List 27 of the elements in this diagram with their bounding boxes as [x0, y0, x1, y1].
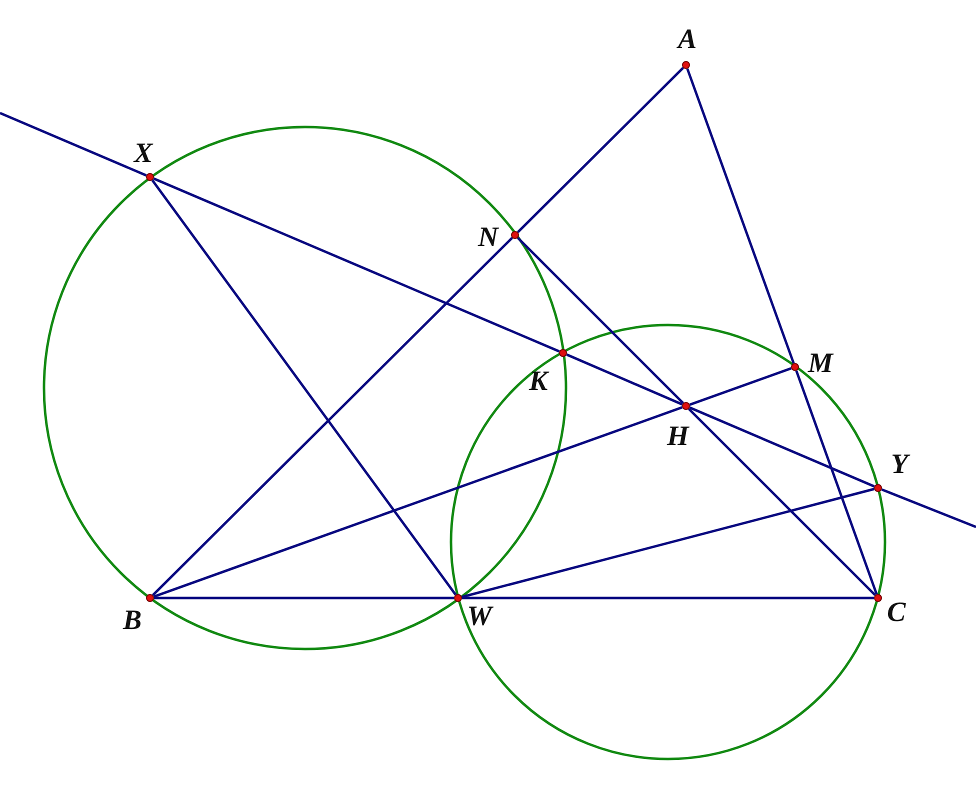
point-label: K [529, 368, 548, 396]
point-label: Y [891, 451, 908, 479]
line-segment [795, 370, 878, 595]
line-segment [516, 66, 684, 234]
line-segment [462, 488, 874, 598]
point-label: X [134, 140, 153, 168]
line-segment [462, 596, 874, 600]
line-segment [154, 596, 454, 600]
point-label: N [478, 224, 498, 252]
line-segment [689, 367, 792, 406]
line-segment [516, 236, 684, 404]
point-label: A [678, 26, 697, 54]
point-label: H [667, 423, 689, 451]
point-label: B [123, 607, 142, 635]
line-segment [153, 406, 683, 598]
line-segment [881, 488, 976, 528]
point-label: C [887, 599, 906, 627]
point-label: W [467, 603, 492, 631]
line-segment [689, 406, 875, 488]
line-segment [153, 177, 560, 353]
line-segment [686, 68, 795, 364]
line-segment [151, 180, 457, 596]
line-segment [0, 112, 147, 177]
line-segment [566, 353, 683, 406]
point-label: M [808, 350, 833, 378]
line-segment [152, 236, 514, 596]
line-segment [688, 408, 876, 596]
